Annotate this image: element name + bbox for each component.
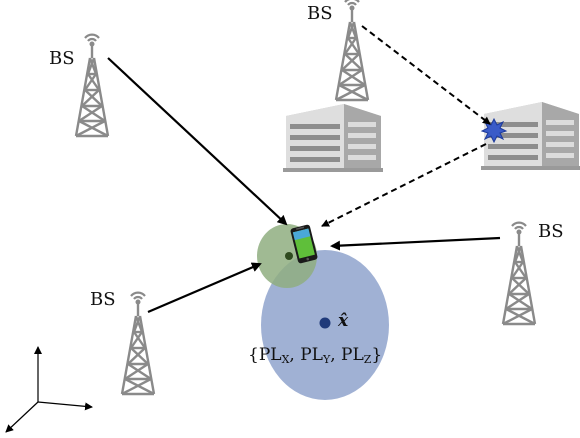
cell-tower-icon: [120, 291, 156, 396]
cell-tower-icon: [334, 0, 370, 102]
bs-label: BS: [307, 3, 333, 24]
smartphone-icon: [290, 224, 318, 264]
cell-tower-icon: [501, 221, 537, 326]
signal-arrow-top-left: [107, 57, 288, 226]
true-position-dot: [285, 252, 293, 260]
bs-label: BS: [90, 289, 116, 310]
bs-label: BS: [49, 48, 75, 69]
estimate-label: x̂: [337, 311, 349, 331]
signal-arrow-bottom-left: [147, 262, 262, 314]
coordinate-axes: [5, 346, 93, 433]
bs-label: BS: [538, 221, 564, 242]
pathloss-set-label: {PLX, PLY, PLZ}: [248, 345, 382, 366]
cell-tower-icon: [74, 33, 110, 138]
signal-arrow-right: [330, 236, 501, 251]
reflected-path-out: [321, 143, 487, 227]
reflection-point-icon: [480, 117, 508, 144]
estimate-dot: [319, 317, 331, 329]
office-building-icon: [283, 104, 383, 172]
reflected-path-in: [361, 25, 491, 125]
